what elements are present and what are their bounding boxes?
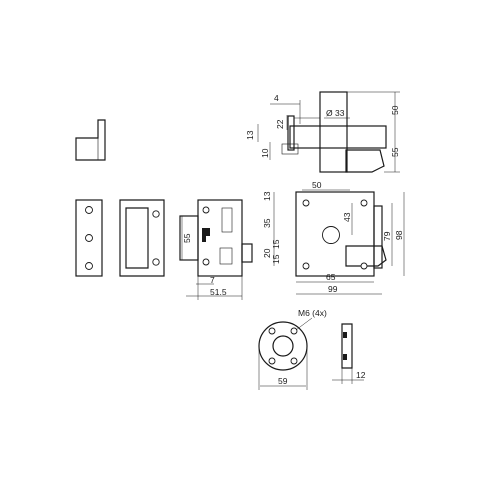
rosette-section-thread-top	[343, 332, 347, 338]
label-99: 99	[328, 284, 338, 294]
rosette-front-view: M6 (4x) 59	[258, 308, 327, 390]
label-10: 10	[260, 148, 270, 158]
label-15-b: 15	[271, 254, 281, 264]
label-m6: M6 (4x)	[298, 308, 327, 318]
label-35: 35	[262, 218, 272, 228]
label-20: 20	[262, 248, 272, 258]
strike-plate-front	[75, 199, 103, 277]
side-view-screw-bottom	[202, 258, 210, 266]
side-view-latch-block	[219, 247, 233, 265]
label-51-5: 51.5	[210, 287, 227, 297]
leader-m6	[295, 317, 313, 331]
front-view-screw-tl	[302, 199, 310, 207]
strike-screw-hole-top	[85, 206, 93, 214]
strike-plate-outline	[75, 199, 103, 277]
box-keep-hole-top	[152, 210, 160, 218]
box-keep	[119, 199, 165, 277]
label-12: 12	[356, 370, 366, 380]
front-view-latch	[345, 245, 387, 267]
rosette-outer-ring	[258, 321, 308, 371]
front-view-forend	[373, 205, 383, 269]
top-view-faceplate	[287, 115, 295, 151]
front-view-screw-tr	[360, 199, 368, 207]
rosette-inner-ring	[272, 335, 294, 357]
strike-angle-bracket	[75, 119, 106, 161]
label-43: 43	[342, 212, 352, 222]
top-view-section: 4 Ø 33 50 55 22 13 10	[245, 91, 400, 173]
label-79: 79	[382, 231, 392, 241]
front-view-cylinder-bore	[322, 226, 340, 244]
rosette-hole-tl	[268, 327, 276, 335]
side-view-key-icon	[202, 228, 210, 242]
label-59: 59	[278, 376, 288, 386]
label-98: 98	[394, 230, 404, 240]
label-22: 22	[275, 119, 285, 129]
label-13-top: 13	[245, 130, 255, 140]
label-front-13: 13	[262, 191, 272, 201]
rosette-section: 12	[332, 323, 366, 384]
box-keep-outline	[119, 199, 165, 277]
box-keep-opening	[125, 207, 149, 269]
lock-front-view: 50 13 35 43 20 15 15 79 98 65 99	[262, 180, 405, 295]
label-diameter-33: Ø 33	[326, 108, 345, 118]
side-view-screw-top	[202, 206, 210, 214]
strike-angle-outline	[75, 119, 106, 161]
label-65: 65	[326, 272, 336, 282]
strike-screw-hole-middle	[85, 234, 93, 242]
rosette-hole-tr	[290, 327, 298, 335]
side-view-handle-stub	[241, 243, 253, 263]
top-view-latch-nose	[345, 149, 385, 173]
top-view-strike-tab	[281, 143, 299, 155]
front-view-screw-br	[360, 262, 368, 270]
top-view-cylinder-body	[319, 91, 348, 173]
strike-screw-hole-bottom	[85, 262, 93, 270]
front-view-screw-bl	[302, 262, 310, 270]
label-front-50: 50	[312, 180, 322, 190]
rosette-section-outline	[341, 323, 353, 369]
rosette-section-thread-bottom	[343, 354, 347, 360]
box-keep-hole-bottom	[152, 258, 160, 266]
top-view-bolt-housing	[289, 125, 387, 149]
label-side-55: 55	[182, 233, 192, 243]
label-50-top: 50	[390, 105, 400, 115]
side-view-bolt-head	[179, 215, 199, 261]
rosette-hole-bl	[268, 357, 276, 365]
label-55-right: 55	[390, 147, 400, 157]
label-15-a: 15	[271, 239, 281, 249]
label-7: 7	[210, 275, 215, 285]
side-view-slot	[221, 207, 233, 233]
lock-side-view: 55 7 51.5	[179, 199, 253, 300]
label-4: 4	[274, 93, 279, 103]
rosette-hole-br	[290, 357, 298, 365]
